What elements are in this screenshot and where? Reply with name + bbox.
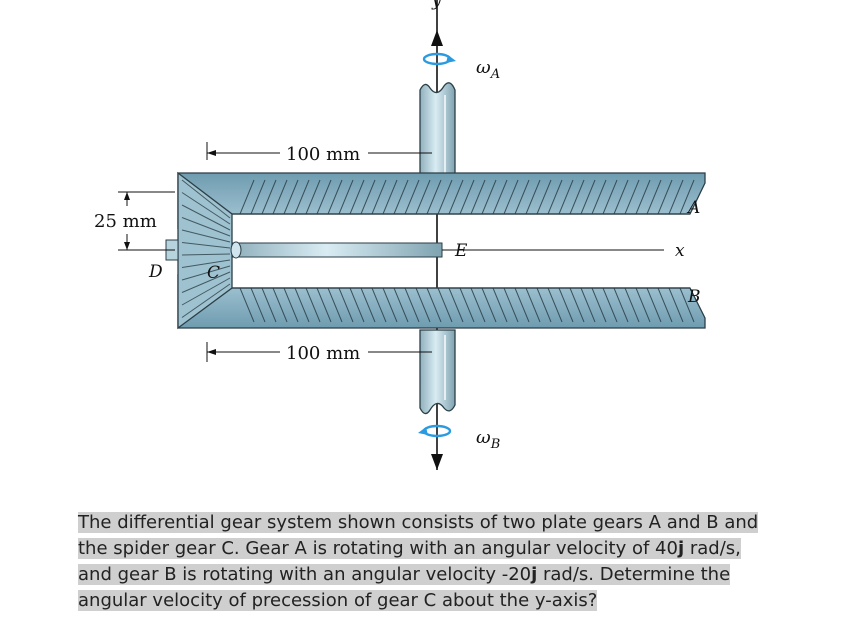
problem-text-2: rad/s, and gear B is rotating with an an… bbox=[78, 538, 741, 585]
point-d-label: D bbox=[148, 262, 163, 282]
gear-c-label: C bbox=[207, 263, 220, 283]
point-e-label: E bbox=[454, 241, 468, 261]
dim-top-label: 100 mm bbox=[286, 144, 360, 165]
rotation-arrow-b-icon bbox=[418, 424, 452, 438]
y-axis-bottom-arrow bbox=[431, 454, 443, 470]
spider-axle bbox=[230, 241, 443, 259]
y-axis-label: y bbox=[431, 0, 442, 10]
problem-bold-j1: j bbox=[677, 538, 685, 559]
dim-bottom-label: 100 mm bbox=[286, 343, 360, 364]
dim-left-label: 25 mm bbox=[94, 211, 157, 232]
y-axis-top-arrow bbox=[431, 30, 443, 46]
omega-b-label: ωB bbox=[476, 427, 500, 452]
problem-text-1: The differential gear system shown consi… bbox=[78, 512, 759, 559]
gear-b-label: B bbox=[687, 287, 701, 307]
differential-gear-diagram: y ωA ωB bbox=[94, 0, 706, 470]
gear-a-plate bbox=[177, 172, 706, 229]
gear-b-plate bbox=[177, 274, 706, 329]
dimension-top bbox=[206, 142, 432, 160]
problem-text-3: rad/s. Determine the angular velocity of… bbox=[78, 564, 731, 611]
omega-a-label: ωA bbox=[476, 57, 500, 82]
problem-statement: The differential gear system shown consi… bbox=[78, 510, 778, 614]
problem-bold-j2: j bbox=[531, 564, 538, 585]
dimension-left bbox=[118, 191, 175, 251]
rotation-arrow-a-icon bbox=[422, 52, 456, 66]
gear-a-label: A bbox=[686, 198, 700, 218]
dimension-bottom bbox=[206, 342, 432, 362]
x-axis-label: x bbox=[675, 241, 685, 261]
lower-shaft bbox=[419, 329, 456, 415]
upper-shaft bbox=[419, 82, 456, 179]
